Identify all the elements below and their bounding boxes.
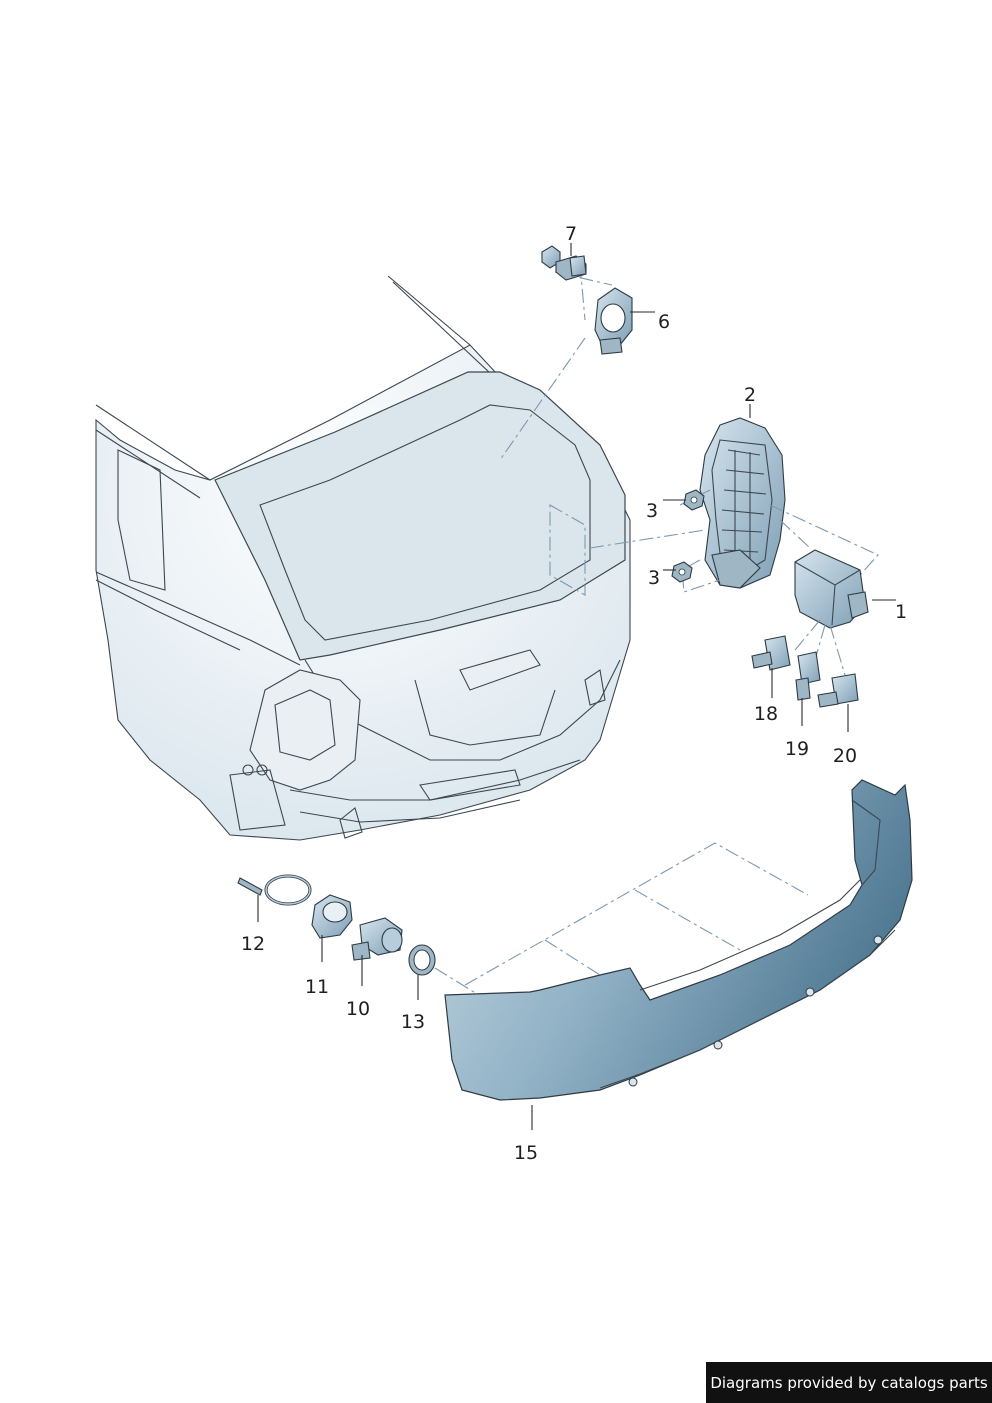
callout-19: 19 (785, 738, 809, 760)
part-13-ring (408, 944, 436, 976)
attribution-badge: Diagrams provided by catalogs parts (706, 1362, 992, 1403)
callout-2: 2 (744, 384, 756, 406)
leader-lines (257, 243, 896, 1130)
callout-10: 10 (346, 998, 370, 1020)
callout-3-upper: 3 (646, 500, 658, 522)
callout-15: 15 (514, 1142, 538, 1164)
part-20-connector (817, 673, 859, 708)
callout-3-lower: 3 (648, 567, 660, 589)
callout-7: 7 (565, 223, 577, 245)
part-11-sensor-housing (311, 894, 353, 939)
vehicle-rear-body (95, 275, 631, 841)
callout-20: 20 (833, 745, 857, 767)
callout-13: 13 (401, 1011, 425, 1033)
part-19-connector (795, 651, 821, 701)
callout-6: 6 (658, 311, 670, 333)
part-2-bracket (699, 417, 786, 589)
part-6-sensor-holder (594, 287, 633, 355)
part-15-bumper-cover (444, 779, 913, 1101)
part-1-control-unit (794, 549, 869, 629)
attribution-text: Diagrams provided by catalogs parts (710, 1373, 988, 1392)
part-10-parking-sensor (351, 917, 403, 961)
part-18-connector (751, 635, 791, 671)
callout-11: 11 (305, 976, 329, 998)
part-7-screws (541, 245, 587, 281)
callout-12: 12 (241, 933, 265, 955)
part-12-cable-tie (237, 874, 312, 906)
callout-1: 1 (895, 601, 907, 623)
callout-18: 18 (754, 703, 778, 725)
part-3-nuts (671, 489, 705, 583)
